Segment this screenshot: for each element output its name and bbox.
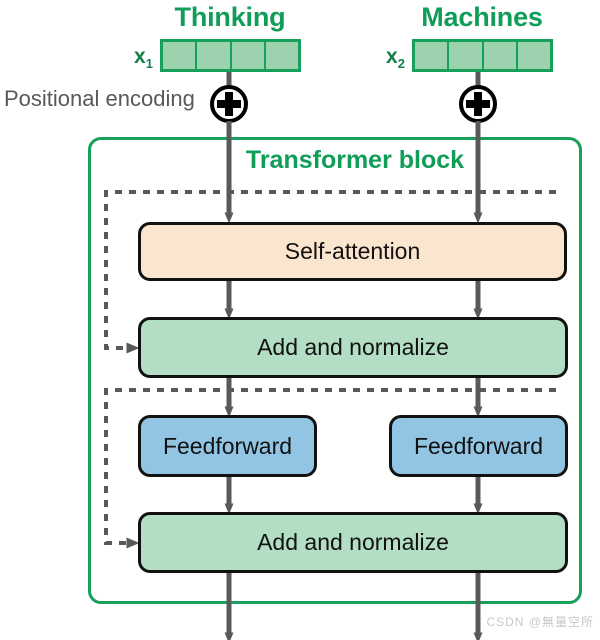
vector-name-x1-index: 1 bbox=[145, 56, 153, 72]
vector-cell bbox=[449, 42, 482, 69]
plus-circle-icon bbox=[459, 85, 497, 123]
vector-cell bbox=[197, 42, 230, 69]
vector-name-x1: x1 bbox=[134, 46, 153, 70]
embedding-vector-x2 bbox=[412, 39, 553, 72]
vector-cell bbox=[231, 42, 264, 69]
input-word-label-thinking: Thinking bbox=[174, 2, 286, 32]
positional-encoding-label: Positional encoding bbox=[4, 86, 195, 111]
vector-name-x2-index: 2 bbox=[397, 56, 405, 72]
vector-cell bbox=[517, 42, 550, 69]
input-word-label-machines: Machines bbox=[421, 2, 543, 32]
node-self-attention[interactable]: Self-attention bbox=[138, 222, 567, 281]
embedding-vector-x1 bbox=[160, 39, 301, 72]
vector-cell bbox=[483, 42, 516, 69]
vector-cell bbox=[415, 42, 448, 69]
vector-name-x2: x2 bbox=[386, 46, 405, 70]
node-feedforward-left[interactable]: Feedforward bbox=[138, 415, 317, 477]
node-feedforward-right[interactable]: Feedforward bbox=[389, 415, 568, 477]
node-add-and-normalize-2[interactable]: Add and normalize bbox=[138, 512, 568, 573]
vector-cell bbox=[265, 42, 298, 69]
watermark: CSDN @無量空所 bbox=[486, 615, 594, 629]
transformer-block-frame bbox=[88, 137, 582, 604]
plus-circle-icon bbox=[210, 85, 248, 123]
transformer-block-title: Transformer block bbox=[245, 146, 465, 174]
vector-name-x1-base: x bbox=[134, 45, 146, 68]
vector-name-x2-base: x bbox=[386, 45, 398, 68]
vector-cell bbox=[163, 42, 196, 69]
node-add-and-normalize-1[interactable]: Add and normalize bbox=[138, 317, 568, 378]
